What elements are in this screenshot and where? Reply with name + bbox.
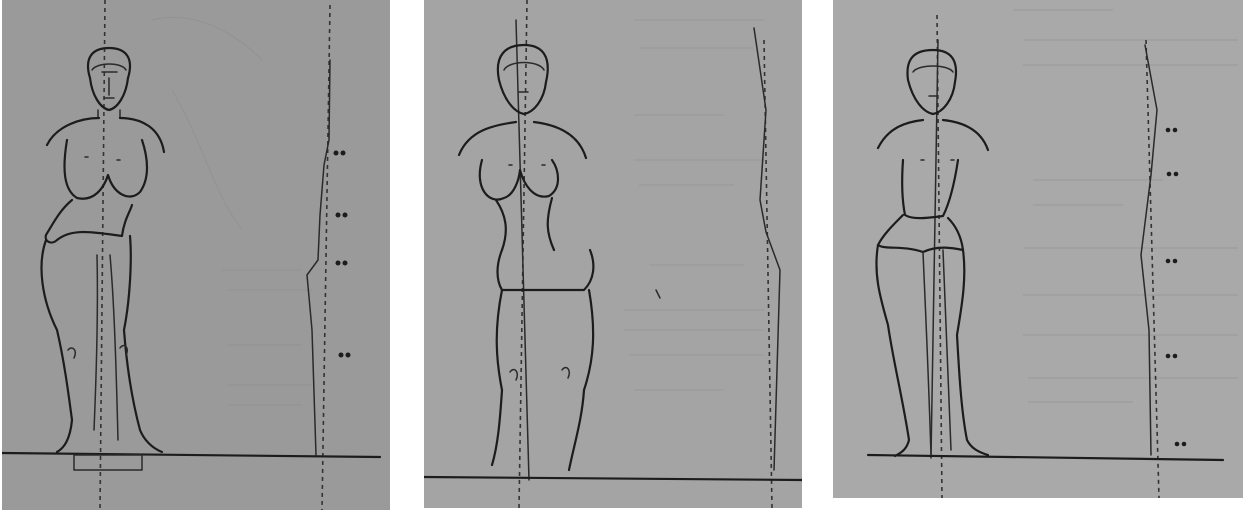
figure-drawing-2 bbox=[424, 0, 802, 508]
figure-panel-3 bbox=[833, 0, 1243, 498]
panel-background bbox=[2, 0, 390, 510]
figure-panel-1 bbox=[2, 0, 390, 510]
panel-background bbox=[833, 0, 1243, 498]
panel-background bbox=[424, 0, 802, 508]
figure-drawing-1 bbox=[2, 0, 390, 510]
figure-panel-2 bbox=[424, 0, 802, 508]
figure-drawing-3 bbox=[833, 0, 1243, 498]
